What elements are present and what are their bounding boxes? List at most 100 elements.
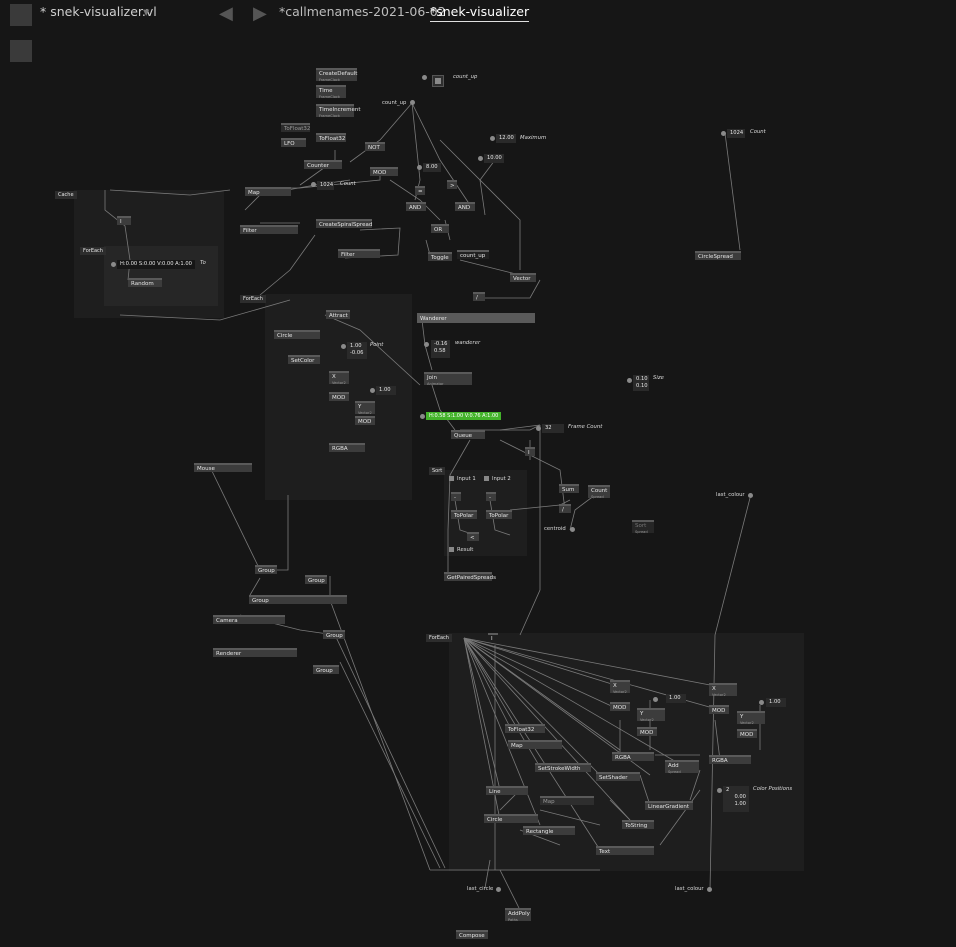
attract-node[interactable]: Attract — [326, 310, 350, 319]
set-stroke-width-node[interactable]: SetStrokeWidth — [535, 763, 591, 772]
rgba-node-b[interactable]: RGBA — [612, 752, 654, 761]
line-node[interactable]: Line — [486, 786, 528, 795]
wanderer-pin[interactable] — [424, 342, 429, 347]
last-colour-b-pin[interactable] — [707, 887, 712, 892]
to-iobox[interactable]: H:0.00 S:0.00 V:0.00 A:1.00 — [117, 260, 195, 269]
pipe-node-a[interactable]: I — [525, 447, 535, 456]
queue-node[interactable]: Queue — [451, 430, 485, 439]
circle-node-b[interactable]: Circle — [484, 814, 538, 823]
maximum-pin[interactable] — [490, 136, 495, 141]
topolar-node-a[interactable]: ToPolar — [451, 510, 477, 519]
size-pin[interactable] — [627, 378, 632, 383]
mod-node-f[interactable]: MOD — [737, 729, 757, 738]
hsva-green-pin[interactable] — [420, 414, 425, 419]
greater-than-node[interactable]: > — [447, 180, 457, 189]
mod-node-e[interactable]: MOD — [709, 705, 729, 714]
setcolor-node[interactable]: SetColor — [288, 355, 320, 364]
not-node[interactable]: NOT — [365, 142, 385, 151]
minus-node-b[interactable]: - — [486, 492, 496, 501]
rectangle-node[interactable]: Rectangle — [523, 826, 575, 835]
tab-snek-visualizer-vl[interactable]: * snek-visualizer.vl — [40, 4, 157, 19]
tofloat32-node-c[interactable]: ToFloat32 — [505, 724, 545, 733]
result-checkbox[interactable] — [449, 547, 454, 552]
frame-count-pin[interactable] — [536, 426, 541, 431]
input2-checkbox[interactable] — [484, 476, 489, 481]
last-colour-pin[interactable] — [748, 493, 753, 498]
forward-arrow-icon[interactable]: ▶ — [253, 3, 267, 24]
filter-node-b[interactable]: Filter — [338, 249, 380, 258]
less-than-node[interactable]: < — [467, 532, 479, 541]
set-shader-node[interactable]: SetShader — [596, 772, 640, 781]
circle-node-a[interactable]: Circle — [274, 330, 320, 339]
val-8-iobox[interactable]: 8.00 — [423, 163, 441, 172]
one-a-pin[interactable] — [370, 388, 375, 393]
patch-menu-button[interactable] — [10, 40, 32, 62]
compose-node[interactable]: Compose — [456, 930, 488, 939]
one-b-pin[interactable] — [653, 697, 658, 702]
one-c-iobox[interactable]: 1.00 — [766, 698, 786, 707]
point-pin[interactable] — [341, 344, 346, 349]
rgba-node-a[interactable]: RGBA — [329, 443, 365, 452]
renderer-node[interactable]: Renderer — [213, 648, 297, 657]
count-up-pad-pin[interactable] — [410, 100, 415, 105]
linear-gradient-node[interactable]: LinearGradient — [645, 801, 693, 810]
tab-snek-visualizer[interactable]: *snek-visualizer — [430, 4, 530, 22]
vector-node[interactable]: Vector — [510, 273, 536, 282]
slash-node-c[interactable]: / — [559, 504, 571, 513]
menu-button[interactable] — [10, 4, 32, 26]
slash-node-b[interactable]: / — [473, 292, 485, 301]
camera-node[interactable]: Camera — [213, 615, 285, 624]
one-a-iobox[interactable]: 1.00 — [376, 386, 396, 395]
count-up-pin[interactable] — [422, 75, 427, 80]
topolar-node-b[interactable]: ToPolar — [486, 510, 512, 519]
count-b-pin[interactable] — [721, 131, 726, 136]
rgba-node-c[interactable]: RGBA — [709, 755, 751, 764]
mod-node-a[interactable]: MOD — [329, 392, 349, 401]
val-10-pin[interactable] — [478, 156, 483, 161]
group-node-e[interactable]: Group — [313, 665, 339, 674]
filter-node-a[interactable]: Filter — [240, 225, 298, 234]
foreach-region-a[interactable] — [104, 246, 218, 306]
map-node[interactable]: Map — [245, 187, 291, 196]
count-up-out-node[interactable]: count_up — [457, 250, 489, 259]
count-iobox[interactable]: 1024 — [317, 181, 334, 190]
tofloat32-node-b[interactable]: ToFloat32 — [316, 133, 346, 142]
counter-node[interactable]: Counter — [304, 160, 342, 169]
group-node-c[interactable]: Group — [249, 595, 347, 604]
color-positions-pin[interactable] — [717, 788, 722, 793]
and-node-b[interactable]: AND — [455, 202, 475, 211]
mouse-node[interactable]: Mouse — [194, 463, 252, 472]
one-c-pin[interactable] — [759, 700, 764, 705]
mod-node-d[interactable]: MOD — [637, 727, 657, 736]
map-node-b[interactable]: Map — [508, 740, 562, 749]
minus-node-a[interactable]: - — [451, 492, 461, 501]
group-node-d[interactable]: Group — [323, 630, 345, 639]
toggle-node[interactable]: Toggle — [428, 252, 452, 261]
circle-spread-node[interactable]: CircleSpread — [695, 251, 741, 260]
one-b-iobox[interactable]: 1.00 — [666, 694, 686, 703]
wanderer-node[interactable]: Wanderer — [417, 313, 535, 323]
input1-checkbox[interactable] — [449, 476, 454, 481]
hsva-green-iobox[interactable]: H:0.58 S:1.00 V:0.76 A:1.00 — [426, 412, 502, 420]
tab-callmenames[interactable]: *callmenames-2021-06-02 — [279, 4, 446, 19]
patch-canvas[interactable]: Cache ForEach ForEach Sort ForEach Creat… — [0, 30, 956, 947]
document-dropdown-icon[interactable]: ▾ — [143, 4, 150, 19]
equals-node[interactable]: = — [415, 186, 425, 195]
group-node-a[interactable]: Group — [255, 565, 277, 574]
slash-node-a[interactable]: I — [117, 216, 131, 225]
map-node-c[interactable]: Map — [540, 796, 594, 805]
centroid-pin[interactable] — [570, 527, 575, 532]
val-10-iobox[interactable]: 10.00 — [484, 154, 504, 163]
back-arrow-icon[interactable]: ◀ — [219, 3, 233, 24]
mod-node[interactable]: MOD — [370, 167, 398, 176]
